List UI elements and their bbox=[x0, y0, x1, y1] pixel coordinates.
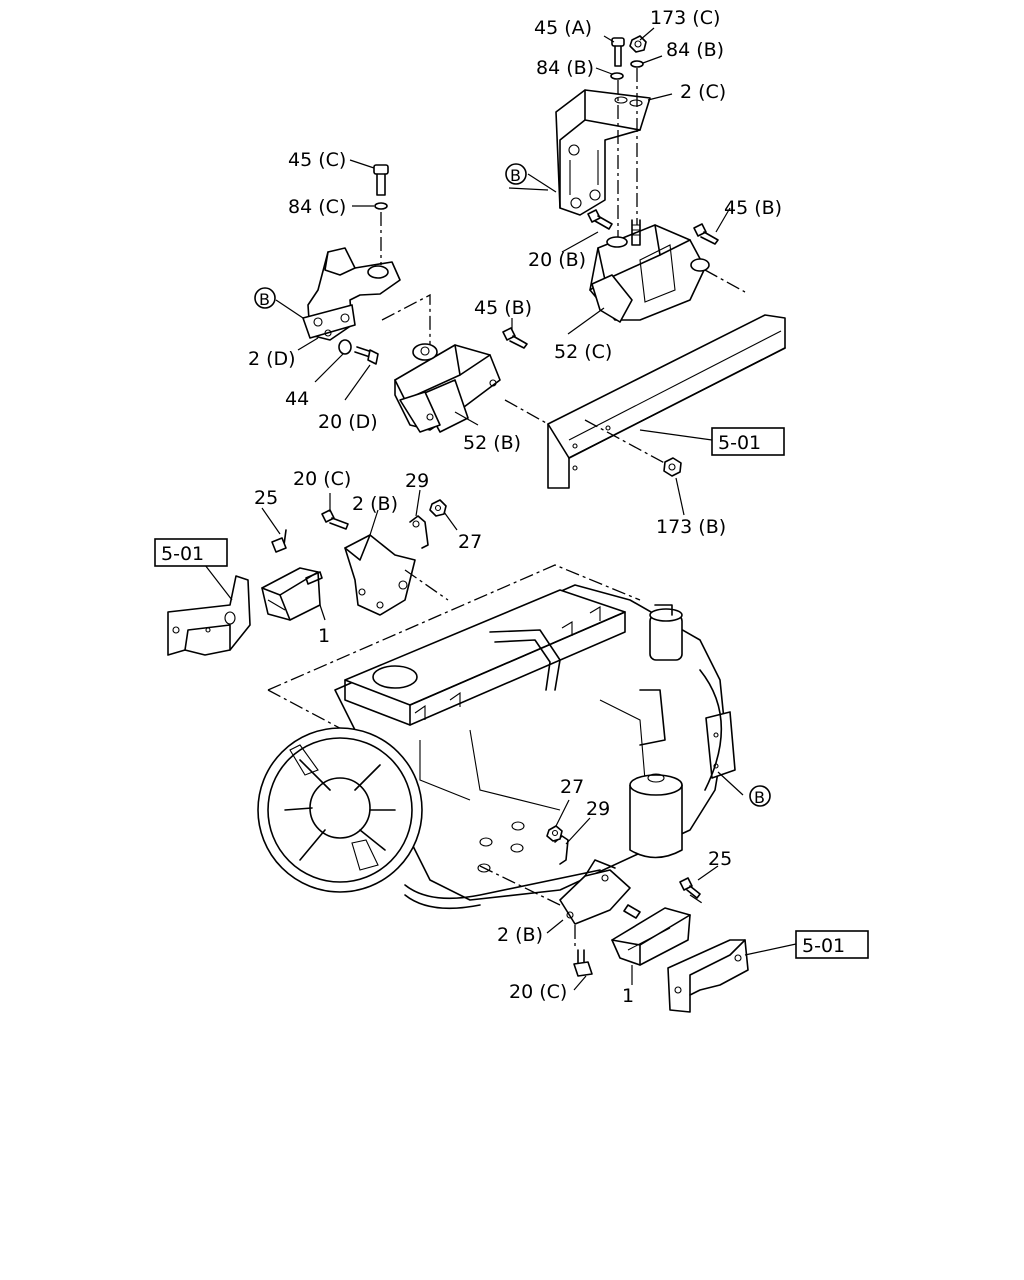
washer-84b-left bbox=[610, 72, 624, 80]
engine-assembly bbox=[257, 564, 736, 910]
ref-box-3-label: 5-01 bbox=[802, 935, 845, 957]
bolt-45a bbox=[611, 37, 625, 67]
callout-b-3: B bbox=[749, 785, 771, 807]
label-84b-right: 84 (B) bbox=[666, 39, 724, 61]
leader-lines bbox=[204, 27, 797, 991]
mount-52b bbox=[394, 343, 501, 433]
bolt-20d bbox=[354, 346, 379, 365]
frame-rail bbox=[547, 314, 786, 489]
label-27-lower: 27 bbox=[560, 776, 584, 798]
ref-box-1-label: 5-01 bbox=[718, 432, 761, 454]
label-25-lower: 25 bbox=[708, 848, 732, 870]
label-20d: 20 (D) bbox=[318, 411, 378, 433]
label-2b-upper: 2 (B) bbox=[352, 493, 398, 515]
bracket-2b-lower bbox=[559, 859, 631, 925]
nut-27-upper bbox=[429, 499, 447, 517]
label-20b: 20 (B) bbox=[528, 249, 586, 271]
mount-1-upper bbox=[261, 567, 323, 621]
nut-173c bbox=[629, 35, 647, 53]
clip-29-upper bbox=[409, 515, 429, 549]
callout-b-2-text: B bbox=[259, 290, 270, 309]
bolt-45b-lower bbox=[502, 327, 528, 349]
ref-box-1[interactable]: 5-01 bbox=[711, 427, 785, 456]
frame-bracket-right bbox=[667, 939, 749, 1013]
label-173b: 173 (B) bbox=[656, 516, 726, 538]
label-2b-lower: 2 (B) bbox=[497, 924, 543, 946]
label-52c: 52 (C) bbox=[554, 341, 612, 363]
bolt-25-lower bbox=[679, 877, 701, 899]
mount-1-lower bbox=[611, 904, 691, 966]
nut-173b bbox=[663, 457, 682, 477]
label-25-upper: 25 bbox=[254, 487, 278, 509]
washer-84b-right bbox=[630, 60, 644, 68]
bolt-20b bbox=[587, 209, 613, 230]
part-labels: 45 (A) 173 (C) 84 (B) 84 (B) 2 (C) 45 (C… bbox=[248, 7, 782, 1007]
label-45b-upper: 45 (B) bbox=[724, 197, 782, 219]
washer-84c bbox=[374, 202, 388, 210]
callout-b-1-text: B bbox=[510, 166, 521, 185]
label-20c-upper: 20 (C) bbox=[293, 468, 351, 490]
label-173c: 173 (C) bbox=[650, 7, 720, 29]
label-2d: 2 (D) bbox=[248, 348, 296, 370]
label-44: 44 bbox=[285, 388, 309, 410]
label-45b-lower: 45 (B) bbox=[474, 297, 532, 319]
bolt-45c bbox=[373, 164, 389, 196]
bolt-20c-upper bbox=[321, 509, 349, 530]
label-1-upper: 1 bbox=[318, 625, 330, 647]
label-45c: 45 (C) bbox=[288, 149, 346, 171]
washer-44 bbox=[338, 339, 352, 355]
label-84c: 84 (C) bbox=[288, 196, 346, 218]
bolt-25-upper bbox=[271, 529, 287, 553]
callout-b-3-text: B bbox=[754, 788, 765, 807]
bracket-2b-upper bbox=[344, 534, 416, 616]
label-27-upper: 27 bbox=[458, 531, 482, 553]
label-52b: 52 (B) bbox=[463, 432, 521, 454]
bolt-45b-upper bbox=[693, 223, 719, 245]
label-1-lower: 1 bbox=[622, 985, 634, 1007]
label-45a: 45 (A) bbox=[534, 17, 592, 39]
ref-box-2[interactable]: 5-01 bbox=[154, 538, 228, 567]
bolt-20c-lower bbox=[573, 949, 593, 977]
callout-b-2: B bbox=[254, 287, 276, 309]
bracket-2c bbox=[555, 89, 651, 216]
ref-box-3[interactable]: 5-01 bbox=[795, 930, 869, 959]
label-20c-lower: 20 (C) bbox=[509, 981, 567, 1003]
callout-b-1: B bbox=[505, 163, 527, 185]
label-2c: 2 (C) bbox=[680, 81, 726, 103]
label-29-lower: 29 bbox=[586, 798, 610, 820]
bracket-2d bbox=[302, 247, 401, 341]
frame-bracket-left bbox=[167, 575, 251, 656]
label-84b-left: 84 (B) bbox=[536, 57, 594, 79]
mount-52c bbox=[589, 219, 710, 323]
ref-box-2-label: 5-01 bbox=[161, 543, 204, 565]
label-29-upper: 29 bbox=[405, 470, 429, 492]
